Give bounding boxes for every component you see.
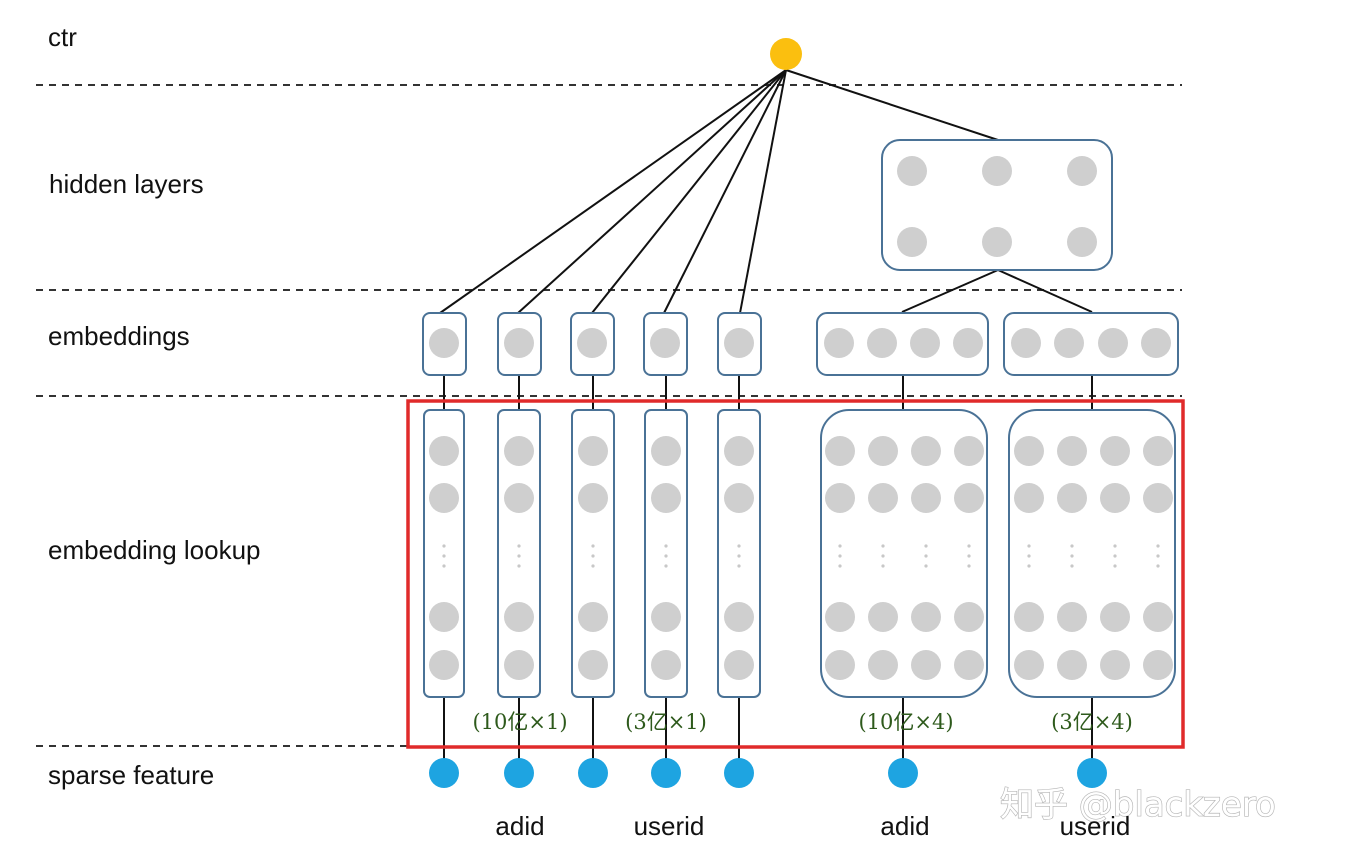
edge-ctr-emb2 [517,69,787,314]
lookup-table-4 [644,409,688,698]
hidden-neuron [897,227,927,257]
lookup-table-3 [571,409,615,698]
dim-label-adid-1: (10亿×1) [472,710,567,734]
edge-ctr-hidden [785,69,999,141]
lookup-table-2 [497,409,541,698]
feature-label-adid-1: adid [495,811,544,841]
connections [439,69,1093,773]
layer-label-hidden: hidden layers [49,169,204,199]
hidden-neuron [897,156,927,186]
dim-label-userid-4: (3亿×4) [1051,710,1133,734]
sparse-input-nodes [429,758,1107,788]
sparse-input-node [888,758,918,788]
sparse-input-node [504,758,534,788]
feature-label-userid-1: userid [634,811,705,841]
dim-label-adid-4: (10亿×4) [858,710,953,734]
layer-label-ctr: ctr [48,22,77,52]
embedding-box-2 [497,312,542,376]
feature-label-adid-2: adid [880,811,929,841]
hidden-neuron [982,156,1012,186]
highlight-box [406,399,1185,749]
embedding-box-7 [1003,312,1179,376]
embedding-box-5 [717,312,762,376]
lookup-table-6 [820,409,988,698]
feature-label-userid-2: userid [1060,811,1131,841]
edge-ctr-emb4 [663,69,787,314]
embedding-box-6 [816,312,989,376]
sparse-input-node [724,758,754,788]
embedding-boxes [422,312,1179,376]
dim-label-userid-1: (3亿×1) [625,710,707,734]
sparse-input-node [429,758,459,788]
edge-hidden-emb6 [901,269,999,313]
watermark: 知乎 @blackzero [1000,785,1276,825]
hidden-neuron [1067,156,1097,186]
embedding-box-4 [643,312,688,376]
embedding-box-3 [570,312,615,376]
edge-hidden-emb7 [997,269,1093,313]
sparse-input-node [651,758,681,788]
edge-ctr-emb1 [439,69,787,314]
lookup-table-7 [1008,409,1176,698]
edge-ctr-emb5 [739,69,787,314]
embedding-box-1 [422,312,467,376]
lookup-table-1 [423,409,465,698]
lookup-table-5 [717,409,761,698]
edge-ctr-emb3 [591,69,787,314]
sparse-input-node [578,758,608,788]
hidden-layer-box [881,139,1113,271]
layer-separators [36,84,1182,747]
ctr-output-node [770,38,802,70]
layer-label-sparse: sparse feature [48,760,214,790]
hidden-neurons [897,156,1097,257]
hidden-neuron [1067,227,1097,257]
layer-label-embeddings: embeddings [48,321,190,351]
hidden-neuron [982,227,1012,257]
lookup-tables [423,409,1176,698]
layer-label-lookup: embedding lookup [48,535,261,565]
sparse-input-node [1077,758,1107,788]
